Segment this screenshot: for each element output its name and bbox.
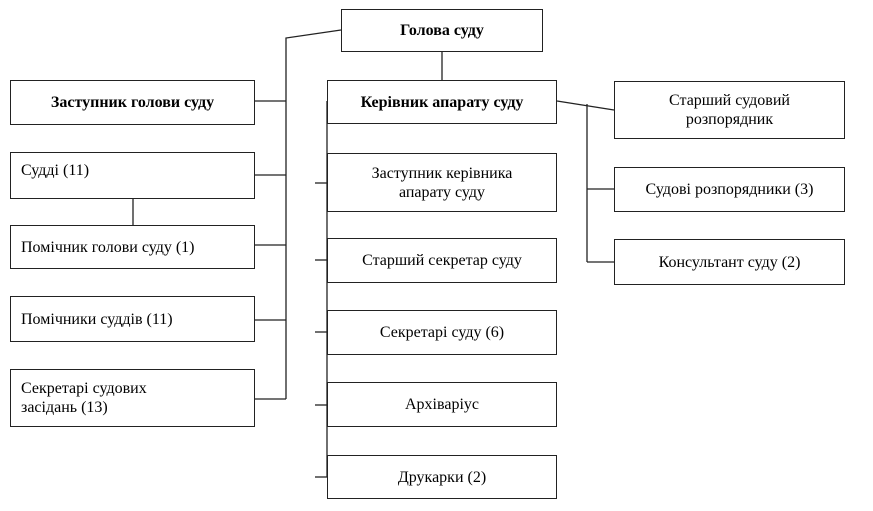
office-head-box: Керівник апарату суду	[327, 80, 557, 124]
typists-label: Друкарки (2)	[397, 468, 487, 486]
head-assistant-box: Помічник голови суду (1)	[10, 225, 255, 269]
senior-secretary-box: Старший секретар суду	[327, 238, 557, 283]
deputy-head-box: Заступник голови суду	[10, 80, 255, 125]
session-secretaries-label: Секретарі судових засідань (13)	[21, 380, 147, 416]
archivist-label: Архіваріус	[405, 396, 479, 413]
office-deputy-label: Заступник керівника апарату суду	[371, 164, 513, 201]
deputy-head-label: Заступник голови суду	[50, 94, 215, 111]
senior-clerk-label: Старший судовий розпорядник	[669, 92, 790, 128]
consultant-box: Консультант суду (2)	[614, 239, 845, 285]
consultant-label: Консультант суду (2)	[658, 253, 801, 271]
court-secretaries-label: Секретарі суду (6)	[379, 324, 505, 341]
clerks-box: Судові розпорядники (3)	[614, 167, 845, 212]
head-box: Голова суду	[341, 9, 543, 52]
archivist-box: Архіваріус	[327, 382, 557, 427]
head-assistant-label: Помічник голови суду (1)	[21, 238, 195, 256]
office-deputy-box: Заступник керівника апарату суду	[327, 153, 557, 212]
clerks-label: Судові розпорядники (3)	[645, 181, 814, 198]
connector-office-right	[556, 100, 615, 111]
typists-box: Друкарки (2)	[327, 455, 557, 499]
office-head-label: Керівник апарату суду	[360, 93, 524, 111]
court-secretaries-box: Секретарі суду (6)	[327, 310, 557, 355]
connector-head-left-trunk	[285, 29, 342, 399]
judges-box: Судді (11)	[10, 152, 255, 199]
session-secretaries-box: Секретарі судових засідань (13)	[10, 369, 255, 427]
judges-label: Судді (11)	[21, 162, 90, 179]
judges-assistants-label: Помічники суддів (11)	[21, 310, 173, 328]
head-label: Голова суду	[400, 22, 484, 39]
senior-secretary-label: Старший секретар суду	[362, 252, 522, 269]
judges-assistants-box: Помічники суддів (11)	[10, 296, 255, 342]
senior-clerk-box: Старший судовий розпорядник	[614, 81, 845, 139]
